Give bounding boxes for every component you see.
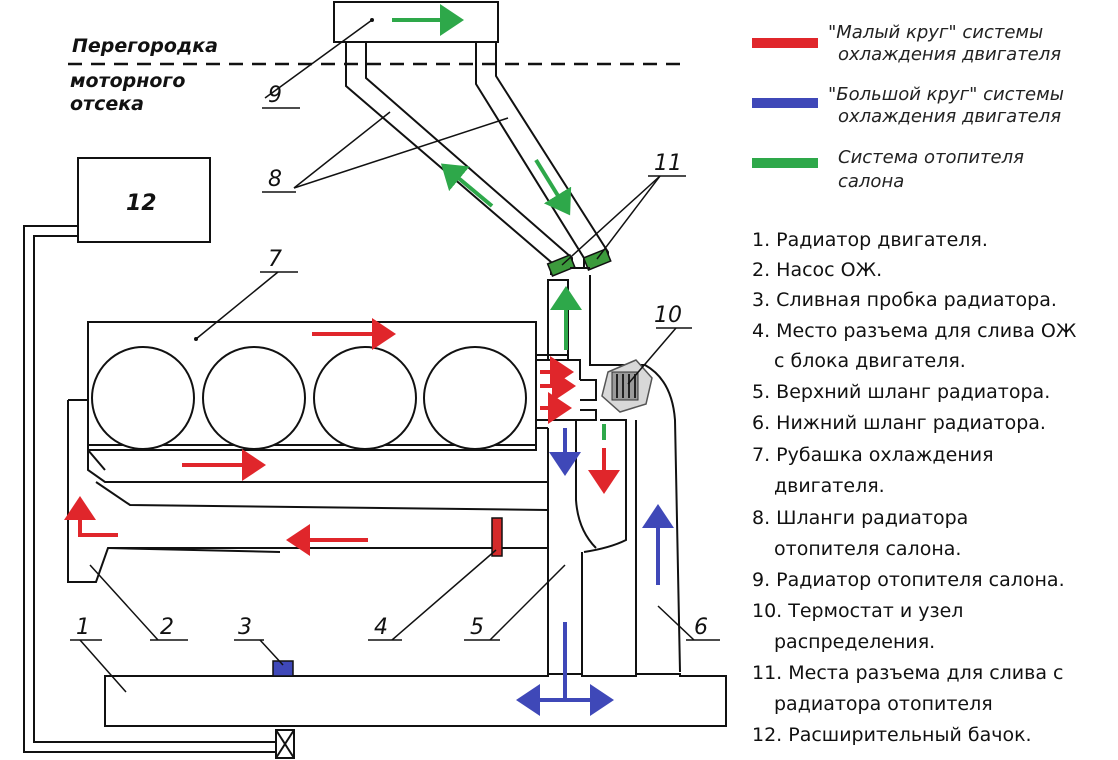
label-11: 11	[654, 151, 682, 176]
label-7: 7	[268, 247, 282, 272]
partition-label-line1: Перегородка	[72, 35, 218, 57]
legend-heater-line2: салона	[838, 171, 904, 192]
legend: "Малый круг" системы охлаждения двигател…	[752, 22, 1064, 192]
engine-radiator	[104, 673, 727, 727]
expansion-tank-line	[23, 225, 278, 753]
label-4: 4	[374, 615, 388, 640]
coolant-pump	[67, 400, 548, 583]
parts-list-item: радиатора отопителя	[774, 693, 993, 715]
parts-list-item: 12. Расширительный бачок.	[752, 724, 1032, 746]
cylinder-1	[91, 346, 195, 450]
parts-list-item: с блока двигателя.	[774, 350, 966, 372]
label-1: 1	[76, 615, 90, 640]
legend-large-circuit-line2: охлаждения двигателя	[838, 106, 1061, 127]
parts-list-item: 9. Радиатор отопителя салона.	[752, 569, 1065, 591]
legend-small-circuit-line2: охлаждения двигателя	[838, 44, 1061, 65]
partition-label-line2: моторного	[70, 70, 185, 92]
label-5: 5	[470, 615, 484, 640]
legend-large-circuit-line1: "Большой круг" системы	[828, 84, 1064, 105]
expansion-tank	[77, 157, 211, 243]
cylinder-3	[313, 346, 417, 450]
partition-label-line3: отсека	[70, 93, 144, 115]
parts-list-item: отопителя салона.	[774, 538, 961, 560]
parts-list-item: 8. Шланги радиатора	[752, 507, 968, 529]
legend-swatch-small-circuit	[752, 38, 818, 48]
label-9: 9	[268, 83, 282, 108]
engine-drain-connection	[491, 517, 503, 557]
cylinder-4	[423, 346, 527, 450]
parts-list-item: 4. Место разъема для слива ОЖ	[752, 320, 1077, 342]
label-8: 8	[268, 167, 282, 192]
parts-list-item: распределения.	[774, 631, 935, 653]
label-2: 2	[160, 615, 174, 640]
legend-heater-line1: Система отопителя	[838, 147, 1024, 168]
label-6: 6	[694, 615, 708, 640]
parts-list-item: 2. Насос ОЖ.	[752, 259, 882, 281]
legend-swatch-heater	[752, 158, 818, 168]
parts-list-item: 1. Радиатор двигателя.	[752, 229, 988, 251]
label-3: 3	[238, 615, 252, 640]
valve-icon	[275, 729, 295, 759]
legend-swatch-large-circuit	[752, 98, 818, 108]
parts-list-item: 6. Нижний шланг радиатора.	[752, 412, 1046, 434]
legend-small-circuit-line1: "Малый круг" системы	[828, 22, 1043, 43]
thermostat-icon	[601, 359, 653, 413]
label-10: 10	[654, 303, 682, 328]
radiator-drain-plug	[272, 660, 294, 677]
parts-list-item: 7. Рубашка охлаждения	[752, 444, 994, 466]
small-circuit-arrows	[64, 318, 620, 556]
parts-list-item: двигателя.	[774, 475, 885, 497]
heater-circuit-arrows	[392, 4, 582, 350]
label-12: 12	[126, 191, 157, 216]
parts-list-item: 10. Термостат и узел	[752, 600, 963, 622]
cylinder-2	[202, 346, 306, 450]
parts-list: 1. Радиатор двигателя. 2. Насос ОЖ. 3. С…	[752, 229, 1077, 746]
parts-list-item: 3. Сливная пробка радиатора.	[752, 289, 1057, 311]
large-circuit-arrows	[516, 428, 674, 716]
parts-list-item: 5. Верхний шланг радиатора.	[752, 381, 1050, 403]
leader-lines	[70, 19, 720, 693]
parts-list-item: 11. Места разъема для слива с	[752, 662, 1064, 684]
heater-drain-connection-right	[582, 247, 612, 271]
